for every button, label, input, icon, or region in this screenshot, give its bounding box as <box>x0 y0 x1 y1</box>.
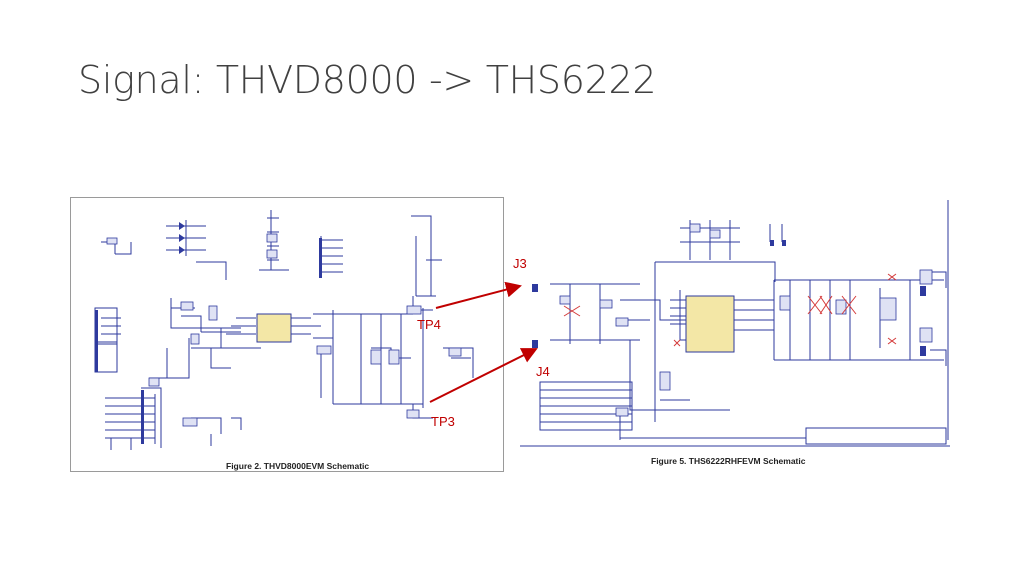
right-figure-caption: Figure 5. THS6222RHFEVM Schematic <box>651 456 806 466</box>
thvd8000-schematic <box>70 197 504 472</box>
left-figure-caption: Figure 2. THVD8000EVM Schematic <box>226 461 370 471</box>
j3-label: J3 <box>513 256 527 271</box>
tp3-label: TP3 <box>431 414 455 429</box>
tp4-label: TP4 <box>417 317 441 332</box>
slide-title: Signal: THVD8000 -> THS6222 <box>78 58 657 102</box>
ths6222-schematic-drawing <box>520 200 950 447</box>
ths6222-schematic <box>520 200 952 450</box>
thvd8000-schematic-drawing <box>94 210 474 450</box>
ths6222-ic <box>685 295 735 353</box>
j4-label: J4 <box>536 364 550 379</box>
thvd8000-ic <box>256 313 292 343</box>
